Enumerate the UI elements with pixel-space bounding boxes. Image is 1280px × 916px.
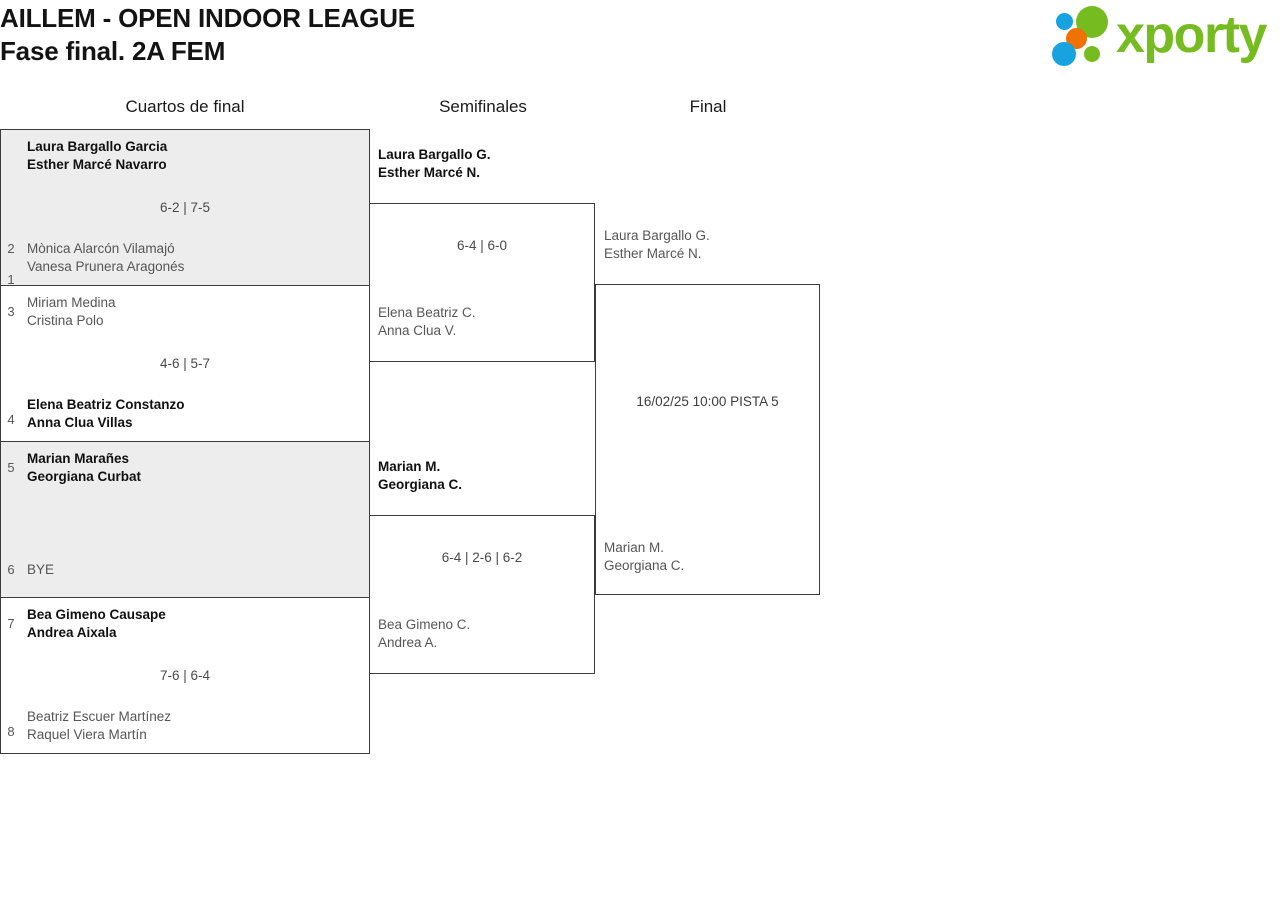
seed-number: 7 (7, 616, 15, 631)
match-quarterfinal-3[interactable]: 5 Marian Marañes Georgiana Curbat 6 BYE (0, 441, 370, 598)
round-header-semifinals: Semifinales (439, 97, 527, 116)
match-score: 6-4 | 2-6 | 6-2 (441, 550, 523, 565)
seed-number: 5 (7, 460, 15, 475)
match-score: 6-2 | 7-5 (159, 200, 211, 215)
match-side-top: Laura Bargallo G. Esther Marcé N. (378, 146, 586, 182)
logo-dot-green-small (1084, 46, 1100, 62)
player-name: Esther Marcé N. (604, 246, 702, 261)
match-score: 6-4 | 6-0 (456, 238, 508, 253)
match-side-bottom: Mònica Alarcón Vilamajó Vanesa Prunera A… (27, 240, 361, 276)
player-name: Laura Bargallo G. (378, 147, 491, 162)
page-title: AILLEM - OPEN INDOOR LEAGUE Fase final. … (0, 2, 415, 68)
match-side-top: Laura Bargallo Garcia Esther Marcé Navar… (27, 138, 361, 174)
seed-number: 8 (7, 724, 15, 739)
match-side-bottom: Bea Gimeno C. Andrea A. (378, 616, 586, 652)
player-name: Esther Marcé Navarro (27, 157, 167, 172)
player-name: Miriam Medina (27, 295, 116, 310)
player-name: Andrea Aixala (27, 625, 117, 640)
player-name: Vanesa Prunera Aragonés (27, 259, 185, 274)
match-side-bottom: Elena Beatriz Constanzo Anna Clua Villas (27, 396, 361, 432)
seed-number: 1 (7, 272, 15, 287)
match-side-bottom: BYE (27, 561, 361, 579)
player-name: Georgiana Curbat (27, 469, 142, 484)
match-semifinal-2[interactable]: Marian M. Georgiana C. 6-4 | 2-6 | 6-2 B… (369, 459, 595, 674)
match-side-top: Marian Marañes Georgiana Curbat (27, 450, 361, 486)
tournament-name: AILLEM - OPEN INDOOR LEAGUE (0, 3, 415, 33)
player-name: Raquel Viera Martín (27, 727, 147, 742)
player-name: Laura Bargallo Garcia (27, 139, 168, 154)
player-name: Beatriz Escuer Martínez (27, 709, 172, 724)
match-final[interactable]: Laura Bargallo G. Esther Marcé N. 16/02/… (595, 228, 820, 595)
match-quarterfinal-4[interactable]: 7 Bea Gimeno Causape Andrea Aixala 7-6 |… (0, 597, 370, 754)
player-name: Laura Bargallo G. (604, 228, 710, 243)
xporty-logo[interactable]: xporty (1050, 6, 1278, 68)
player-name: Cristina Polo (27, 313, 104, 328)
seed-number: 6 (7, 562, 15, 577)
seed-number: 4 (7, 412, 15, 427)
player-name: Bea Gimeno Causape (27, 607, 166, 622)
logo-dot-blue-small (1056, 13, 1073, 30)
player-name: Elena Beatriz C. (378, 305, 476, 320)
player-name: Andrea A. (378, 635, 438, 650)
player-name: Bea Gimeno C. (378, 617, 471, 632)
logo-dots-icon (1050, 6, 1122, 66)
match-side-top: Miriam Medina Cristina Polo (27, 294, 361, 330)
seed-number: 3 (7, 304, 15, 319)
player-name: Marian Marañes (27, 451, 130, 466)
logo-dot-blue-large (1052, 42, 1076, 66)
player-name: Anna Clua Villas (27, 415, 133, 430)
player-name: Esther Marcé N. (378, 165, 481, 180)
round-header-quarterfinals: Cuartos de final (125, 97, 245, 116)
seed-number: 2 (7, 241, 15, 256)
player-name: Anna Clua V. (378, 323, 457, 338)
round-header-final: Final (689, 97, 727, 116)
match-side-top: Bea Gimeno Causape Andrea Aixala (27, 606, 361, 642)
player-name: Marian M. (604, 540, 665, 555)
match-side-top: Marian M. Georgiana C. (378, 458, 586, 494)
match-schedule: 16/02/25 10:00 PISTA 5 (636, 394, 779, 409)
player-name: Marian M. (378, 459, 441, 474)
player-name: Elena Beatriz Constanzo (27, 397, 185, 412)
match-side-top: Laura Bargallo G. Esther Marcé N. (604, 227, 811, 263)
match-side-bottom: Beatriz Escuer Martínez Raquel Viera Mar… (27, 708, 361, 744)
player-name: Mònica Alarcón Vilamajó (27, 241, 175, 256)
bye-label: BYE (27, 562, 55, 577)
match-side-bottom: Elena Beatriz C. Anna Clua V. (378, 304, 586, 340)
match-quarterfinal-1[interactable]: 1 Laura Bargallo Garcia Esther Marcé Nav… (0, 129, 370, 287)
match-score: 4-6 | 5-7 (159, 356, 211, 371)
match-score: 7-6 | 6-4 (159, 668, 211, 683)
logo-wordmark: xporty (1116, 6, 1267, 64)
player-name: Georgiana C. (378, 477, 463, 492)
match-side-bottom: Marian M. Georgiana C. (604, 539, 811, 575)
tournament-phase: Fase final. 2A FEM (0, 36, 226, 66)
match-semifinal-1[interactable]: Laura Bargallo G. Esther Marcé N. 6-4 | … (369, 147, 595, 362)
player-name: Georgiana C. (604, 558, 685, 573)
match-quarterfinal-2[interactable]: 3 Miriam Medina Cristina Polo 4-6 | 5-7 … (0, 285, 370, 442)
